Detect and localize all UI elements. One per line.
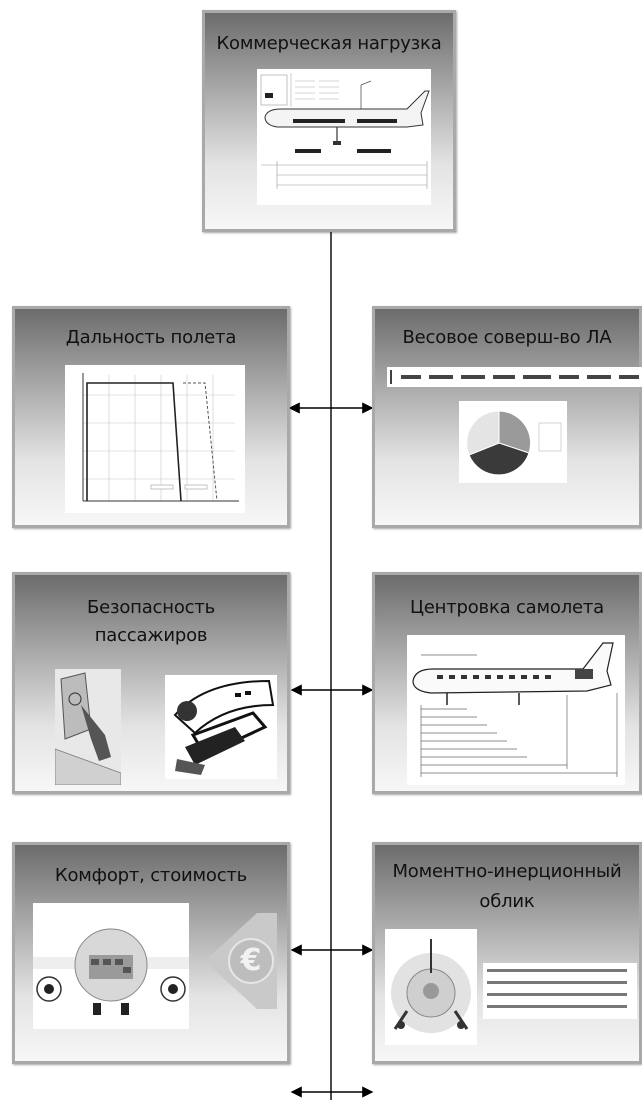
escape-slide-illustration bbox=[55, 669, 121, 785]
aircraft-inertia-illustration bbox=[385, 929, 477, 1045]
card-balance: Центровка самолета bbox=[372, 572, 642, 794]
card-title: Дальность полета bbox=[65, 327, 237, 348]
range-chart-thumbnail bbox=[65, 365, 245, 513]
card-title-line-1: Моментно-инерционный bbox=[392, 861, 622, 882]
inertia-formula-image bbox=[483, 963, 637, 1019]
euro-symbol: € bbox=[240, 943, 262, 978]
card-title: Коммерческая нагрузка bbox=[216, 33, 442, 54]
card-title-line-2: пассажиров bbox=[94, 625, 208, 646]
card-title: Комфорт, стоимость bbox=[54, 865, 248, 886]
airplane-payload-illustration bbox=[257, 69, 431, 205]
aircraft-front-view-illustration bbox=[33, 903, 189, 1029]
weight-pie-chart bbox=[459, 401, 567, 483]
card-safety: Безопасность пассажиров bbox=[12, 572, 290, 794]
card-comfort: Комфорт, стоимость € bbox=[12, 842, 290, 1064]
card-range: Дальность полета bbox=[12, 306, 290, 528]
card-payload: Коммерческая нагрузка bbox=[202, 10, 456, 232]
card-title-line-1: Безопасность bbox=[86, 597, 216, 618]
card-title: Центровка самолета bbox=[410, 597, 604, 618]
aircraft-balance-drawing bbox=[407, 635, 625, 785]
euro-icon: € bbox=[203, 905, 279, 1017]
card-title: Весовое соверш-во ЛА bbox=[402, 327, 612, 348]
weight-formula-image bbox=[387, 367, 642, 387]
evacuation-slide-illustration bbox=[165, 675, 277, 779]
card-title-line-2: облик bbox=[479, 891, 535, 912]
card-inertia: Моментно-инерционный облик bbox=[372, 842, 642, 1064]
card-weight: Весовое соверш-во ЛА bbox=[372, 306, 642, 528]
